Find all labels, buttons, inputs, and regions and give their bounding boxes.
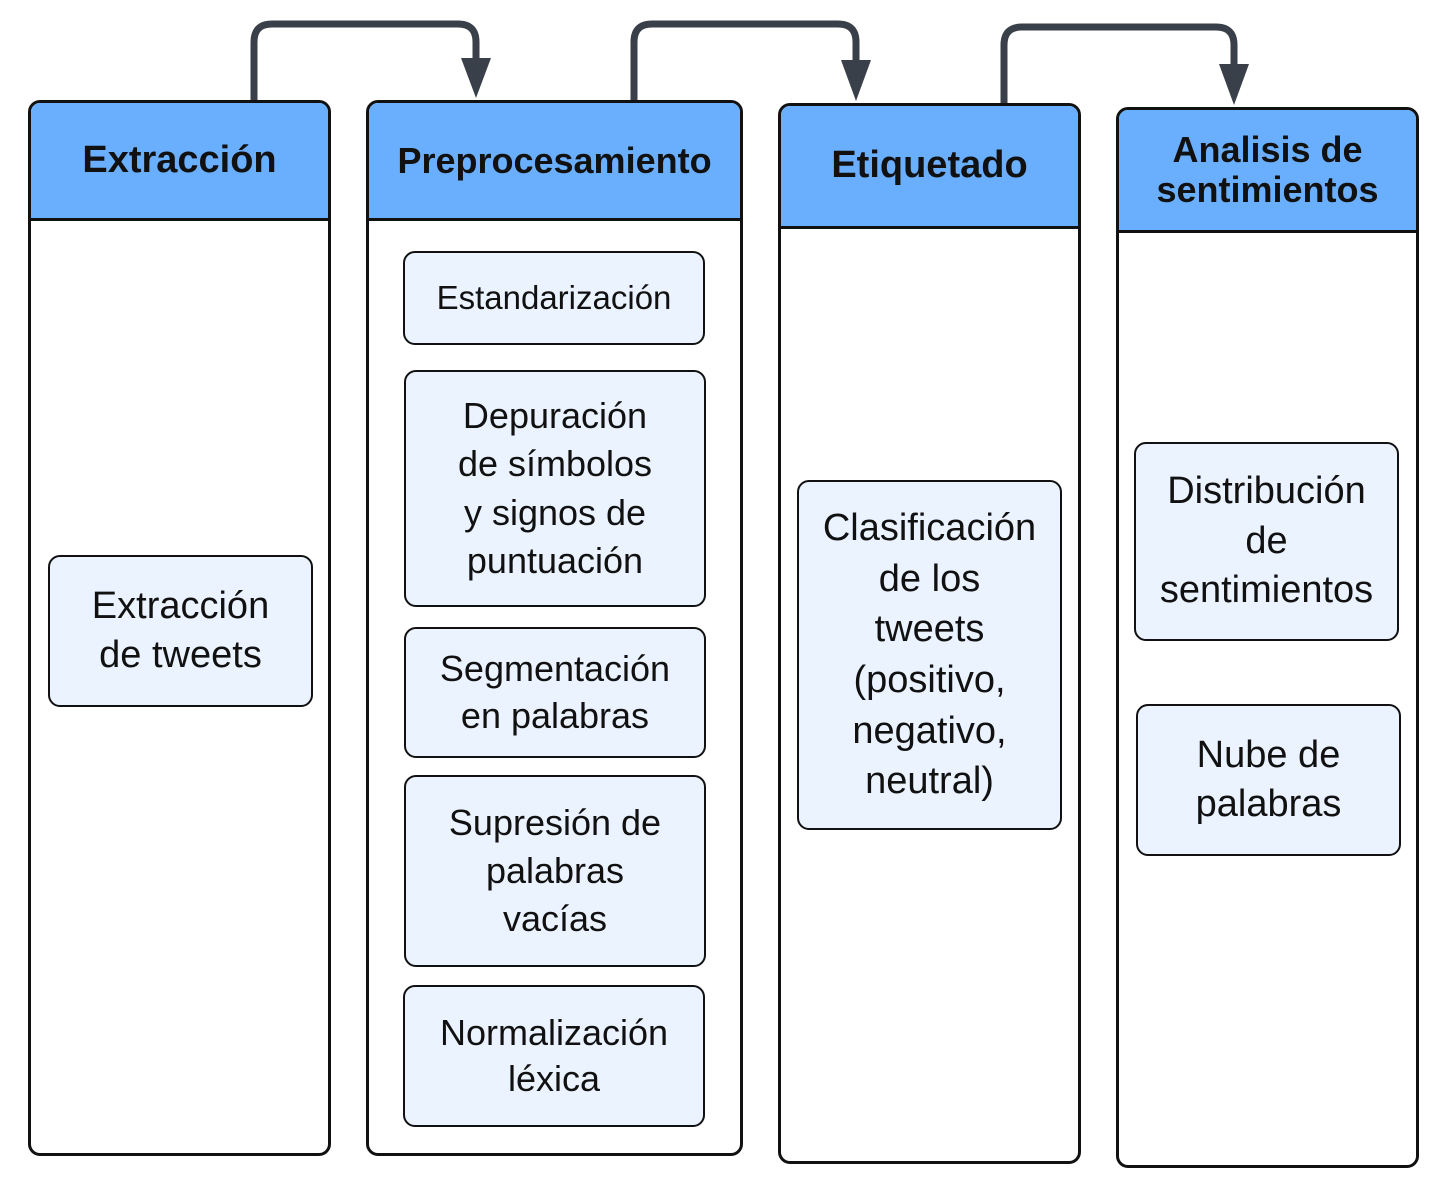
arrow-etiquetado-to-analisis [1000,23,1249,105]
step-normalizacion-lexica: Normalización léxica [403,985,705,1127]
step-depuracion-simbolos: Depuración de símbolos y signos de puntu… [404,370,706,607]
step-supresion-palabras-vacias: Supresión de palabras vacías [404,775,706,967]
stage-title: Extracción [31,103,328,221]
stage-etiquetado: Etiquetado Clasificación de los tweets (… [778,103,1081,1164]
stage-analisis-sentimientos: Analisis de sentimientos Distribución de… [1116,107,1419,1168]
stage-extraccion: Extracción Extracción de tweets [28,100,331,1156]
step-distribucion-sentimientos: Distribución de sentimientos [1134,442,1399,641]
step-extraccion-de-tweets: Extracción de tweets [48,555,313,707]
stage-preprocesamiento: Preprocesamiento Estandarización Depurac… [366,100,743,1156]
step-estandarizacion: Estandarización [403,251,705,345]
stage-title: Preprocesamiento [369,103,740,221]
step-clasificacion-tweets: Clasificación de los tweets (positivo, n… [797,480,1062,830]
arrow-extraccion-to-preprocesamiento [250,20,491,100]
stage-title: Analisis de sentimientos [1119,110,1416,233]
step-segmentacion-palabras: Segmentación en palabras [404,627,706,758]
step-nube-de-palabras: Nube de palabras [1136,704,1401,856]
stage-title: Etiquetado [781,106,1078,229]
arrow-preprocesamiento-to-etiquetado [630,20,871,101]
